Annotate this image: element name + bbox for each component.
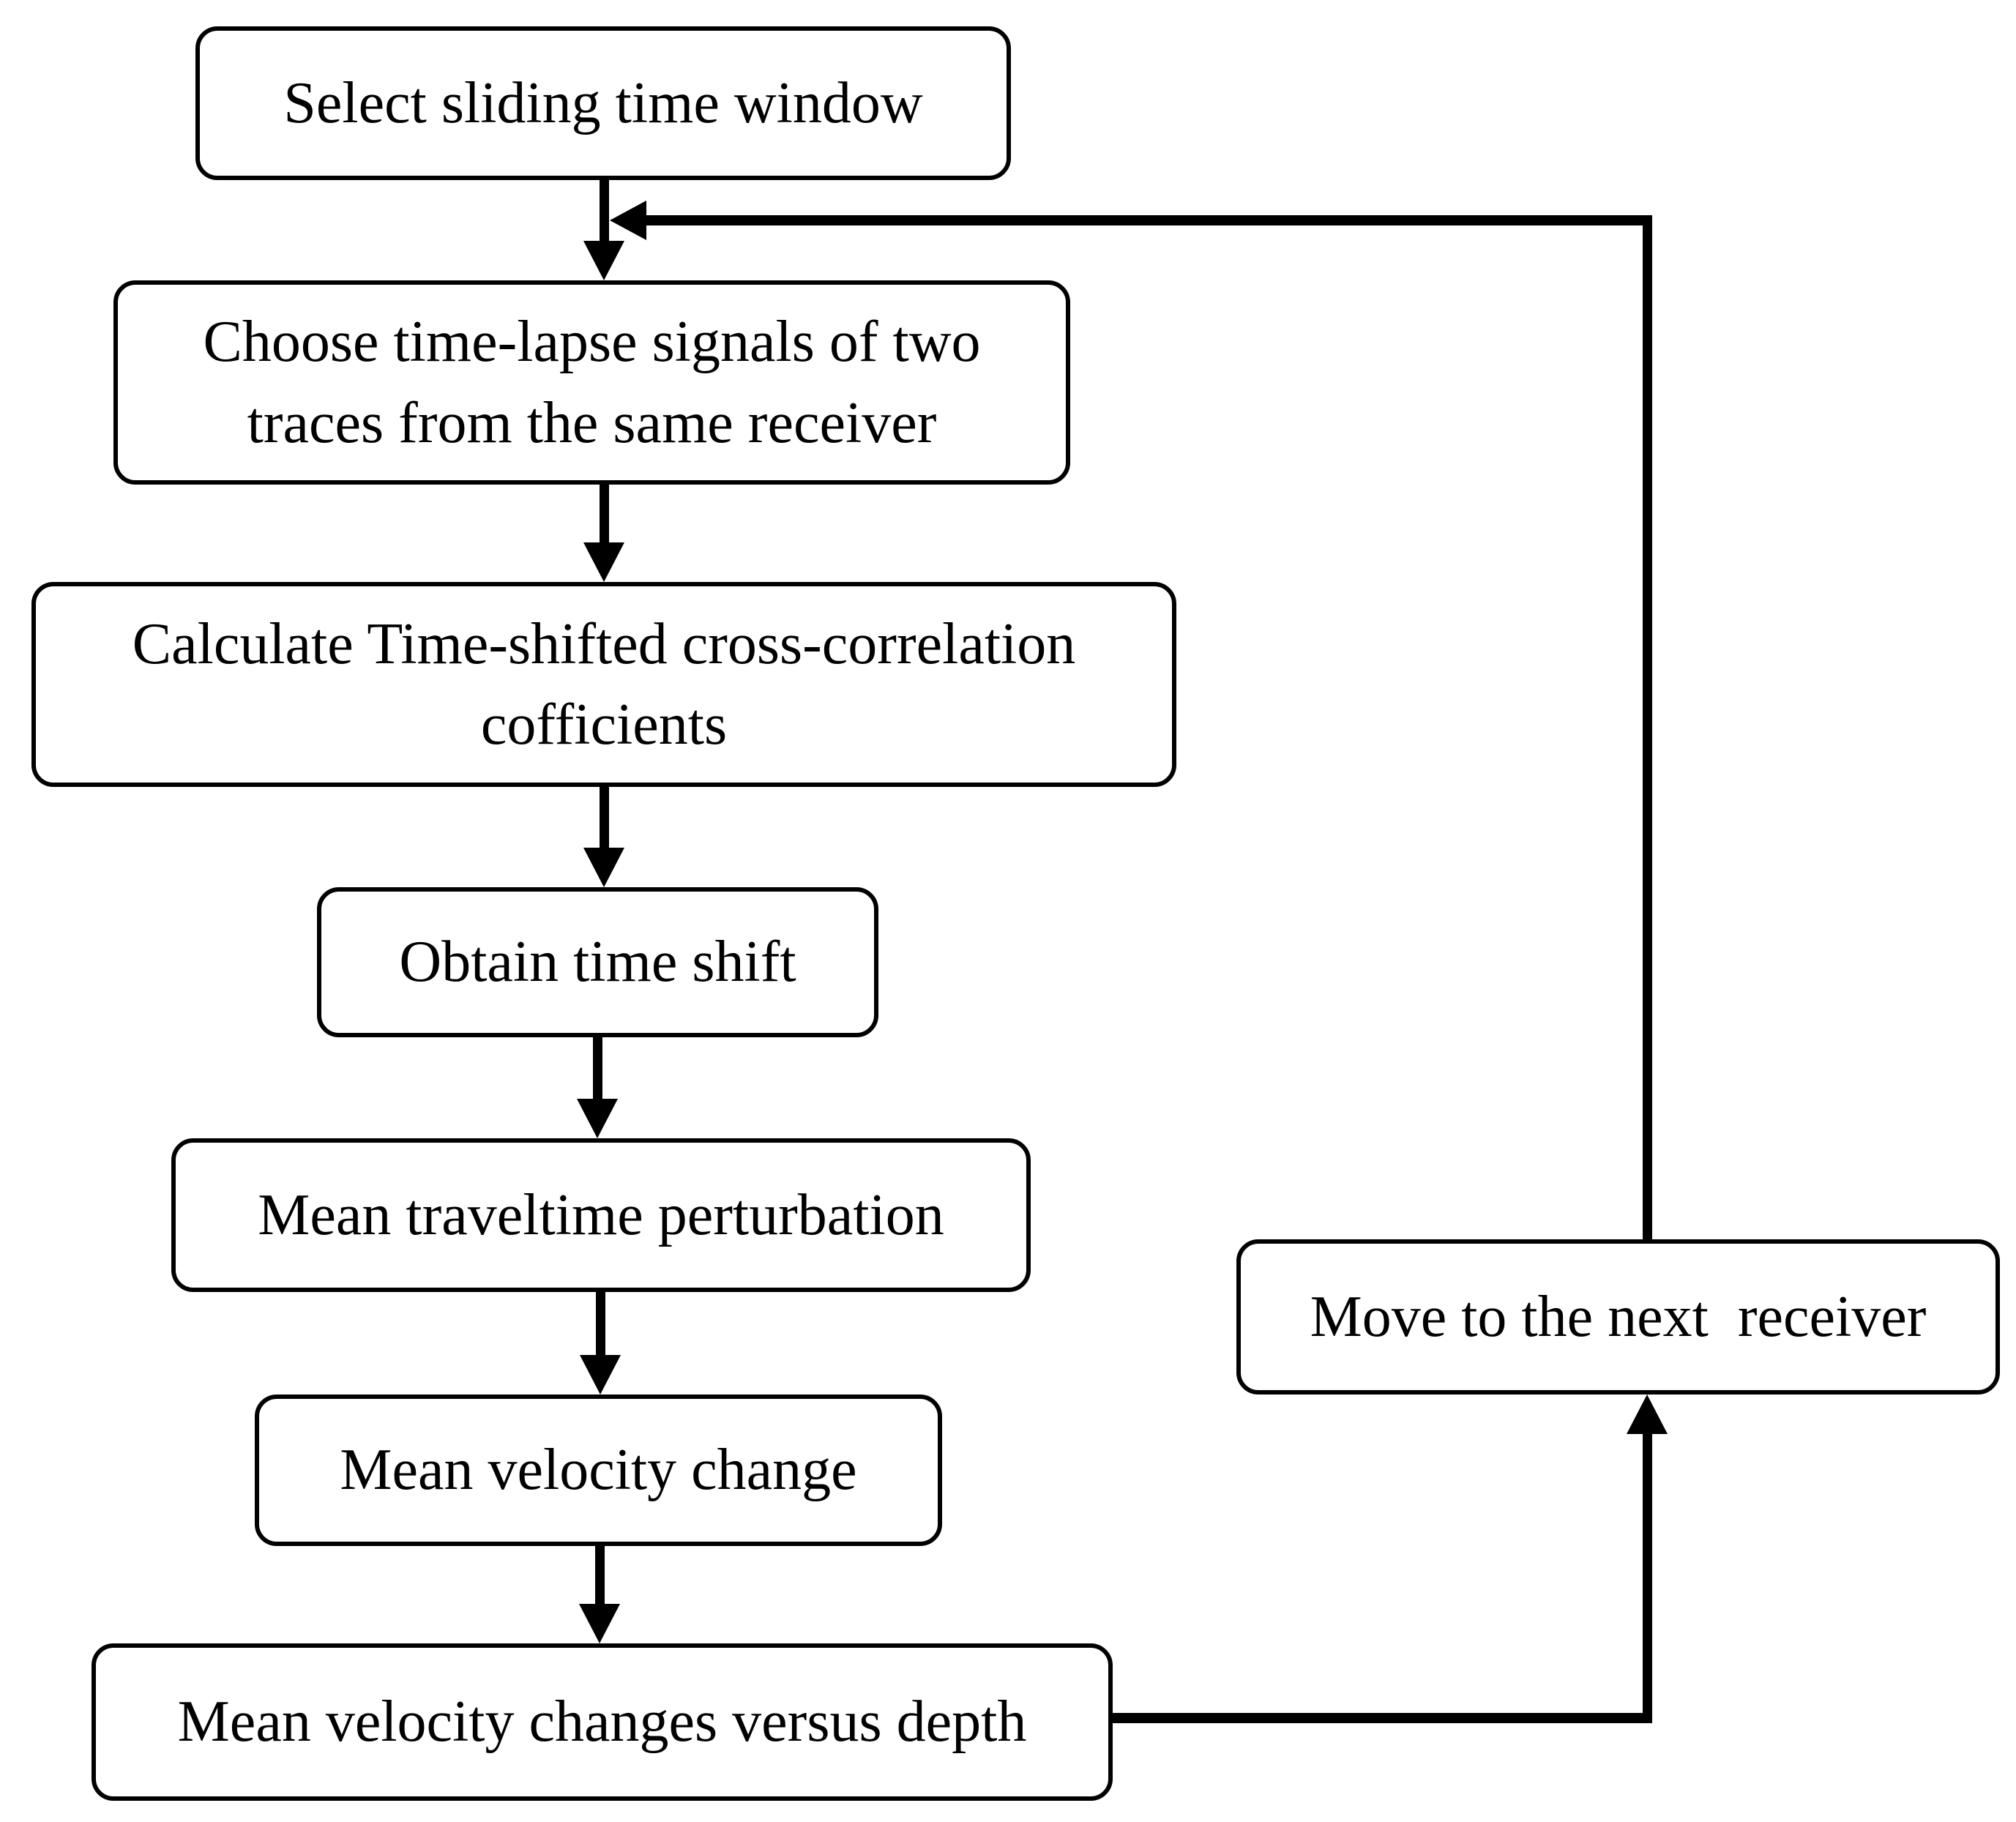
node-mean-traveltime-perturbation: Mean traveltime perturbation — [171, 1138, 1031, 1292]
node-label: Choose time-lapse signals of two — [203, 310, 981, 375]
arrow-calculate-to-obtain-shaft — [600, 787, 609, 851]
arrow-choose-to-calculate-shaft — [600, 485, 609, 547]
node-label: Calculate Time-shifted cross-correlation — [132, 611, 1076, 676]
node-calculate-cross-correlation: Calculate Time-shifted cross-correlation… — [31, 582, 1176, 787]
arrow-depth-to-move-horizontal-segment — [1113, 1713, 1652, 1723]
arrow-obtain-to-perturbation-shaft — [593, 1037, 602, 1102]
node-mean-velocity-change: Mean velocity change — [255, 1394, 942, 1546]
node-move-to-next-receiver: Move to the next receiver — [1236, 1239, 2000, 1394]
node-choose-time-lapse-signals: Choose time-lapse signals of two traces … — [113, 280, 1070, 485]
node-label: Move to the next receiver — [1310, 1284, 1927, 1349]
arrow-choose-to-calculate-head-icon — [583, 542, 624, 582]
arrow-perturbation-to-velocity-shaft — [596, 1292, 605, 1359]
node-select-sliding-time-window: Select sliding time window — [195, 26, 1011, 180]
node-label: Obtain time shift — [399, 930, 796, 995]
arrow-velocity-to-depth-head-icon — [579, 1604, 620, 1643]
node-label: cofficients — [480, 692, 728, 757]
node-label: Select sliding time window — [283, 70, 923, 135]
node-mean-velocity-changes-vs-depth: Mean velocity changes versus depth — [92, 1643, 1113, 1801]
arrow-depth-to-move-head-icon — [1627, 1394, 1668, 1434]
arrow-calculate-to-obtain-head-icon — [583, 848, 624, 887]
node-label: traces from the same receiver — [247, 390, 937, 455]
feedback-loop-head-icon — [610, 201, 646, 240]
arrow-perturbation-to-velocity-head-icon — [580, 1355, 621, 1394]
arrow-depth-to-move-vertical-segment — [1643, 1427, 1652, 1723]
node-label: Mean traveltime perturbation — [258, 1182, 944, 1247]
arrow-select-to-choose-head-icon — [583, 241, 624, 280]
arrow-velocity-to-depth-shaft — [595, 1546, 605, 1608]
node-label: Mean velocity changes versus depth — [177, 1690, 1027, 1755]
feedback-loop-horizontal-segment — [641, 215, 1652, 225]
arrow-select-to-choose-shaft — [600, 178, 609, 247]
feedback-loop-vertical-segment — [1643, 215, 1652, 1239]
node-label: Mean velocity change — [340, 1438, 857, 1503]
node-obtain-time-shift: Obtain time shift — [317, 887, 878, 1037]
arrow-obtain-to-perturbation-head-icon — [577, 1099, 618, 1138]
